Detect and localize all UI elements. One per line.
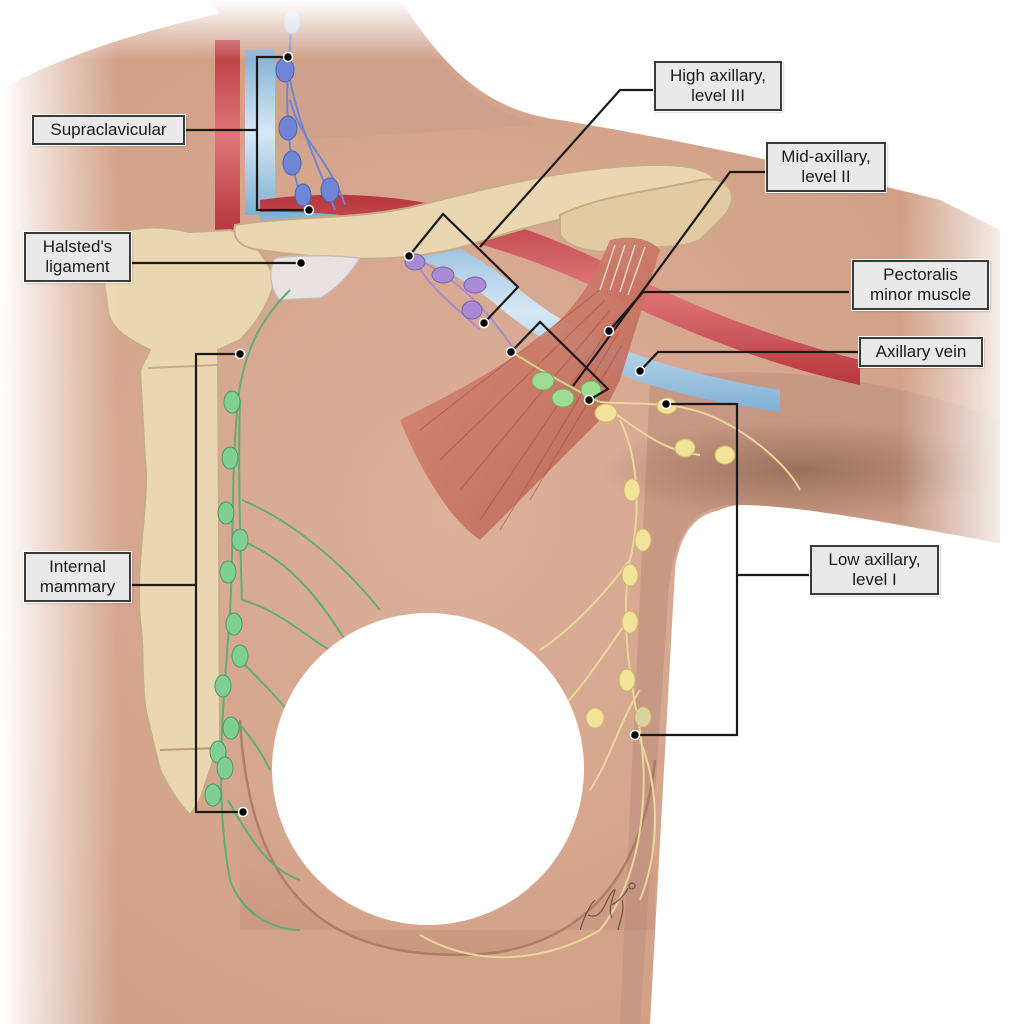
label-supraclavicular-line1: Supraclavicular [50,120,167,139]
internal-mammary-nodes [204,390,249,807]
label-internal-mammary: Internal mammary [24,552,131,602]
label-low-axillary-line2: level I [852,570,897,589]
jugular-vein [245,50,275,215]
label-pectoralis-line1: Pectoralis [883,265,958,284]
axillary-artery [260,194,860,385]
arm-gap [655,505,1024,1024]
level1-nodes [585,397,736,729]
label-low-axillary-line1: Low axillary, [828,550,921,569]
label-mid-axillary: Mid-axillary, level II [766,142,886,192]
artist-signature [579,882,636,931]
label-low-axillary: Low axillary, level I [810,545,939,595]
coracoid-process [559,178,733,253]
leader-dots [234,51,672,818]
label-halsteds-line1: Halsted's [42,237,113,256]
label-supraclavicular: Supraclavicular [32,115,185,145]
label-mid-axillary-line2: level II [801,167,851,186]
label-axillary-vein-line1: Axillary vein [875,342,967,361]
label-internal-mammary-line2: mammary [39,577,116,596]
pectoralis-minor-tissue [400,237,660,540]
label-halsteds-line2: ligament [45,257,110,276]
label-high-axillary: High axillary, level III [654,61,782,111]
label-axillary-vein: Axillary vein [859,337,983,367]
level2-nodes [531,371,602,408]
leader-lines [130,55,860,814]
label-pectoralis-line2: minor muscle [869,285,972,304]
label-pectoralis-minor: Pectoralis minor muscle [852,260,989,310]
label-halsteds-ligament: Halsted's ligament [24,232,131,282]
label-mid-axillary-line1: Mid-axillary, [781,147,871,166]
label-high-axillary-line1: High axillary, [669,66,767,85]
redaction-circle [272,613,584,925]
carotid-artery [215,40,240,230]
halsteds-ligament-tissue [270,255,362,301]
label-high-axillary-line2: level III [691,86,745,105]
label-internal-mammary-line1: Internal [49,557,106,576]
